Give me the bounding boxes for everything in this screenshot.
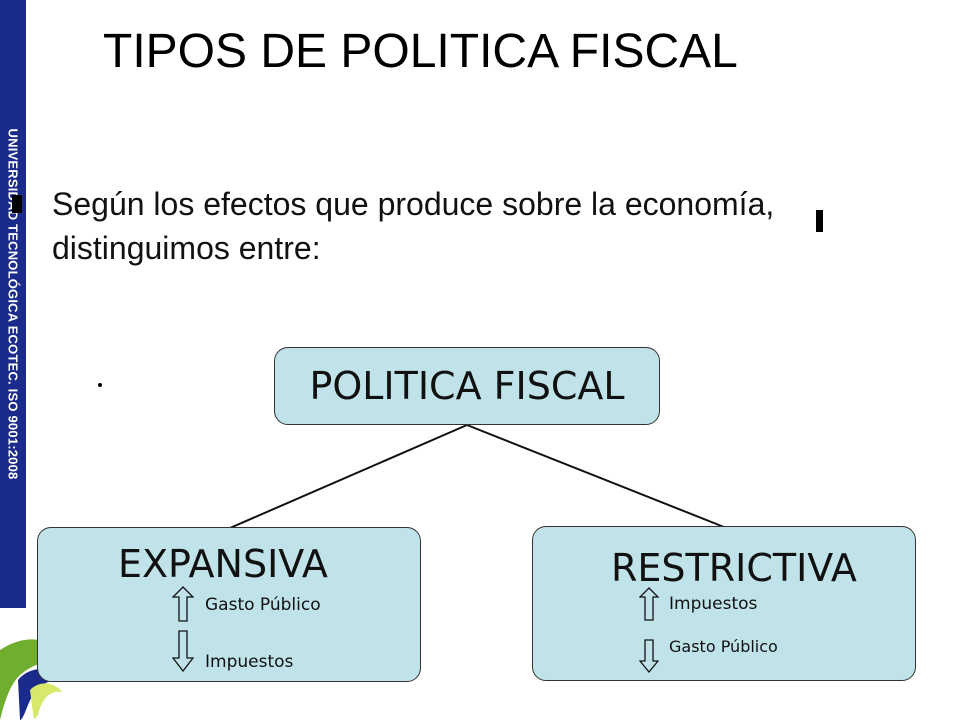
up-arrow-icon <box>639 587 659 621</box>
node-restrictiva-label: RESTRICTIVA <box>611 546 857 590</box>
expansiva-gasto-publico: Gasto Público <box>205 595 321 615</box>
sidebar-banner: UNIVERSIDAD TECNOLÓGICA ECOTEC. ISO 9001… <box>0 0 26 608</box>
node-expansiva-label: EXPANSIVA <box>118 542 328 586</box>
restrictiva-gasto-publico: Gasto Público <box>669 637 778 656</box>
bullet-marker <box>12 195 22 213</box>
connector-right <box>466 424 725 528</box>
node-restrictiva: RESTRICTIVA Impuestos Gasto Público <box>532 526 916 681</box>
down-arrow-icon <box>639 639 659 673</box>
connector-left <box>229 424 468 529</box>
intro-text: Según los efectos que produce sobre la e… <box>52 186 775 266</box>
restrictiva-impuestos: Impuestos <box>669 594 758 614</box>
node-politica-fiscal: POLITICA FISCAL <box>274 347 660 425</box>
node-politica-fiscal-label: POLITICA FISCAL <box>309 364 625 408</box>
stray-mark <box>816 210 823 232</box>
stray-dot <box>98 383 102 387</box>
down-arrow-icon <box>172 630 194 672</box>
slide-title: TIPOS DE POLITICA FISCAL <box>103 25 738 78</box>
node-expansiva: EXPANSIVA Gasto Público Impuestos <box>37 527 421 682</box>
expansiva-impuestos: Impuestos <box>205 652 294 672</box>
up-arrow-icon <box>172 586 194 622</box>
